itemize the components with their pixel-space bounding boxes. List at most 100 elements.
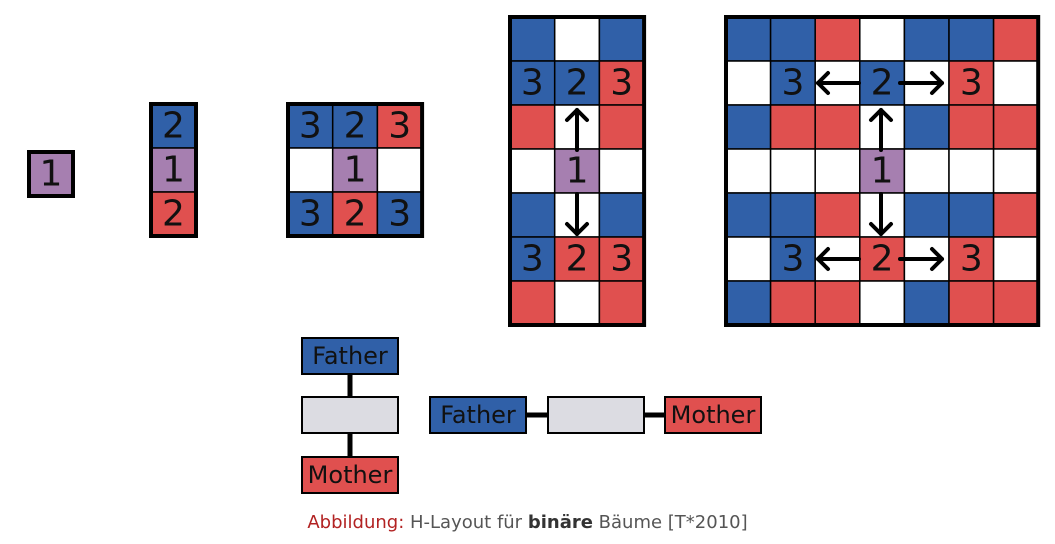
cell-father [725,192,772,238]
legend-horizontal: Father Mother [429,396,762,434]
cell-mother [814,104,861,150]
cell-label-1: 1 [566,151,589,192]
arrow-head [869,222,893,236]
cell-empty [553,16,601,62]
cell-father [331,103,379,149]
cell-empty [859,280,906,326]
cell-empty [553,280,601,326]
cell-father [948,192,995,238]
cell-father [903,104,950,150]
cell-empty [992,60,1039,106]
grid-1x1: 1 [27,150,75,198]
father-label: Father [440,401,516,429]
cell-label-2: 2 [566,239,589,280]
cell-father [725,280,772,326]
cell-label-2: 2 [162,194,185,235]
cell-mother [509,280,556,326]
mother-label: Mother [308,461,393,489]
father-label: Father [312,342,388,370]
cell-label-2: 2 [871,63,894,104]
arrow-head [565,108,589,122]
cell-empty [992,236,1039,282]
cell-label-2: 2 [871,239,894,280]
cell-label-3: 3 [960,239,983,280]
father-box [429,396,527,434]
grid-frame [286,102,425,238]
cell-empty [376,147,423,193]
cell-father [725,16,772,62]
cell-label-3: 3 [781,63,804,104]
cell-empty [903,148,950,194]
cell-label-3: 3 [781,239,804,280]
cell-mother [948,104,995,150]
father-box [301,337,399,375]
cell-empty [992,148,1039,194]
cell-mother [598,280,645,326]
mother-label: Mother [671,401,756,429]
cell-label-1: 1 [344,150,367,191]
cell-empty [948,148,995,194]
node-box [301,396,399,434]
cell-label-3: 3 [299,194,322,235]
cell-father [903,192,950,238]
cell-father [769,236,816,282]
cell-father [509,60,556,106]
cell-label-2: 2 [344,194,367,235]
cell-mother [376,103,423,149]
cell-father [598,192,645,238]
cell-father [903,280,950,326]
node-box [547,396,645,434]
cell-label-2: 2 [162,106,185,147]
cell-mother [948,236,995,282]
cell-label-3: 3 [960,63,983,104]
cell-label-3: 3 [610,63,633,104]
cell-mother [598,104,645,150]
cell-father [769,192,816,238]
cell-mother [992,104,1039,150]
cell-mother [814,192,861,238]
grid-frame [27,150,75,198]
grid-frame [508,15,647,327]
caption-bold: binäre [527,512,593,533]
cell-father [509,236,556,282]
grid-1x3: 2 1 2 [149,102,198,238]
cell-label-3: 3 [299,106,322,147]
caption-text: H-Layout für [410,512,523,533]
cell-mother [992,192,1039,238]
cell-empty [814,148,861,194]
cell-mother [948,60,995,106]
cell-father [903,16,950,62]
cell-mother [814,16,861,62]
figure-caption: Abbildung: H-Layout für binäre Bäume [T*… [0,512,1055,533]
arrow-head [816,247,830,271]
cell-father [509,192,556,238]
mother-box [301,456,399,494]
cell-mother [948,280,995,326]
arrow-head [565,222,589,236]
cell-empty [725,148,772,194]
cell-label-1: 1 [40,154,63,195]
cell-label-3: 3 [388,194,411,235]
cell-mother [769,280,816,326]
cell-empty [769,148,816,194]
cell-label-1: 1 [162,150,185,191]
grid-frame [724,15,1041,327]
caption-label: Abbildung: [307,512,405,533]
cell-father [725,104,772,150]
cell-empty [598,148,645,194]
cell-empty [859,16,906,62]
cell-mother [769,104,816,150]
arrow-head [930,71,944,95]
cell-label-3: 3 [521,63,544,104]
mother-box [664,396,762,434]
cell-father [509,16,556,62]
arrow-head [869,108,893,122]
cell-empty [725,236,772,282]
cell-father [948,16,995,62]
cell-father [598,16,645,62]
arrow-head [816,71,830,95]
